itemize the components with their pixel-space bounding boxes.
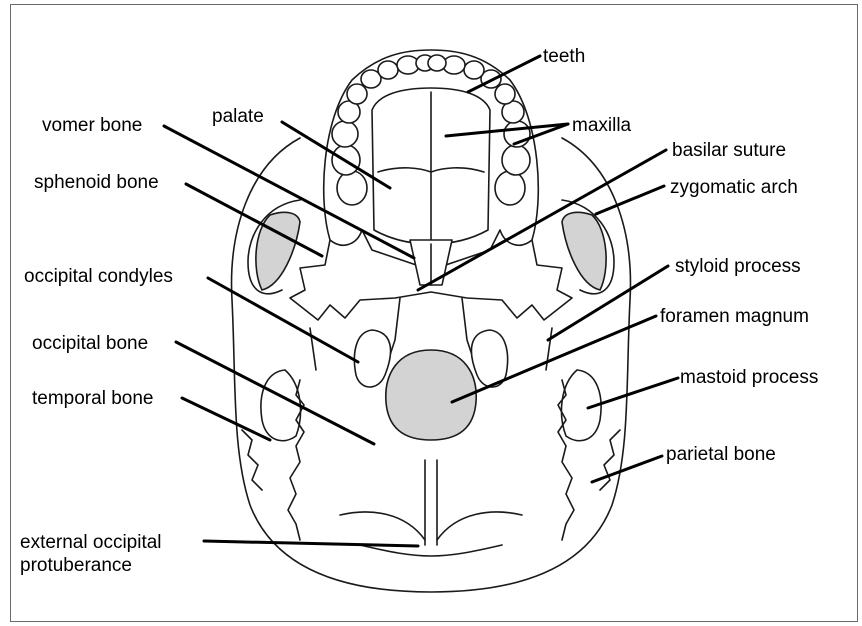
label-external-occipital: external occipital: [20, 532, 162, 553]
label-teeth: teeth: [543, 46, 585, 67]
label-zygomatic-arch: zygomatic arch: [670, 177, 798, 198]
label-occipital-condyles: occipital condyles: [24, 266, 173, 287]
label-parietal-bone: parietal bone: [666, 444, 776, 465]
label-foramen-magnum: foramen magnum: [660, 306, 809, 327]
label-styloid-process: styloid process: [675, 256, 801, 277]
label-temporal-bone: temporal bone: [32, 388, 153, 409]
label-occipital-bone: occipital bone: [32, 333, 148, 354]
label-protuberance: protuberance: [20, 555, 132, 576]
label-maxilla: maxilla: [572, 115, 632, 136]
label-vomer-bone: vomer bone: [42, 115, 142, 136]
foramen-magnum-shape: [386, 350, 476, 440]
label-basilar-suture: basilar suture: [672, 140, 786, 161]
label-mastoid-process: mastoid process: [680, 367, 818, 388]
label-sphenoid-bone: sphenoid bone: [34, 172, 159, 193]
label-palate: palate: [212, 106, 264, 127]
skull-drawing: [232, 50, 631, 592]
